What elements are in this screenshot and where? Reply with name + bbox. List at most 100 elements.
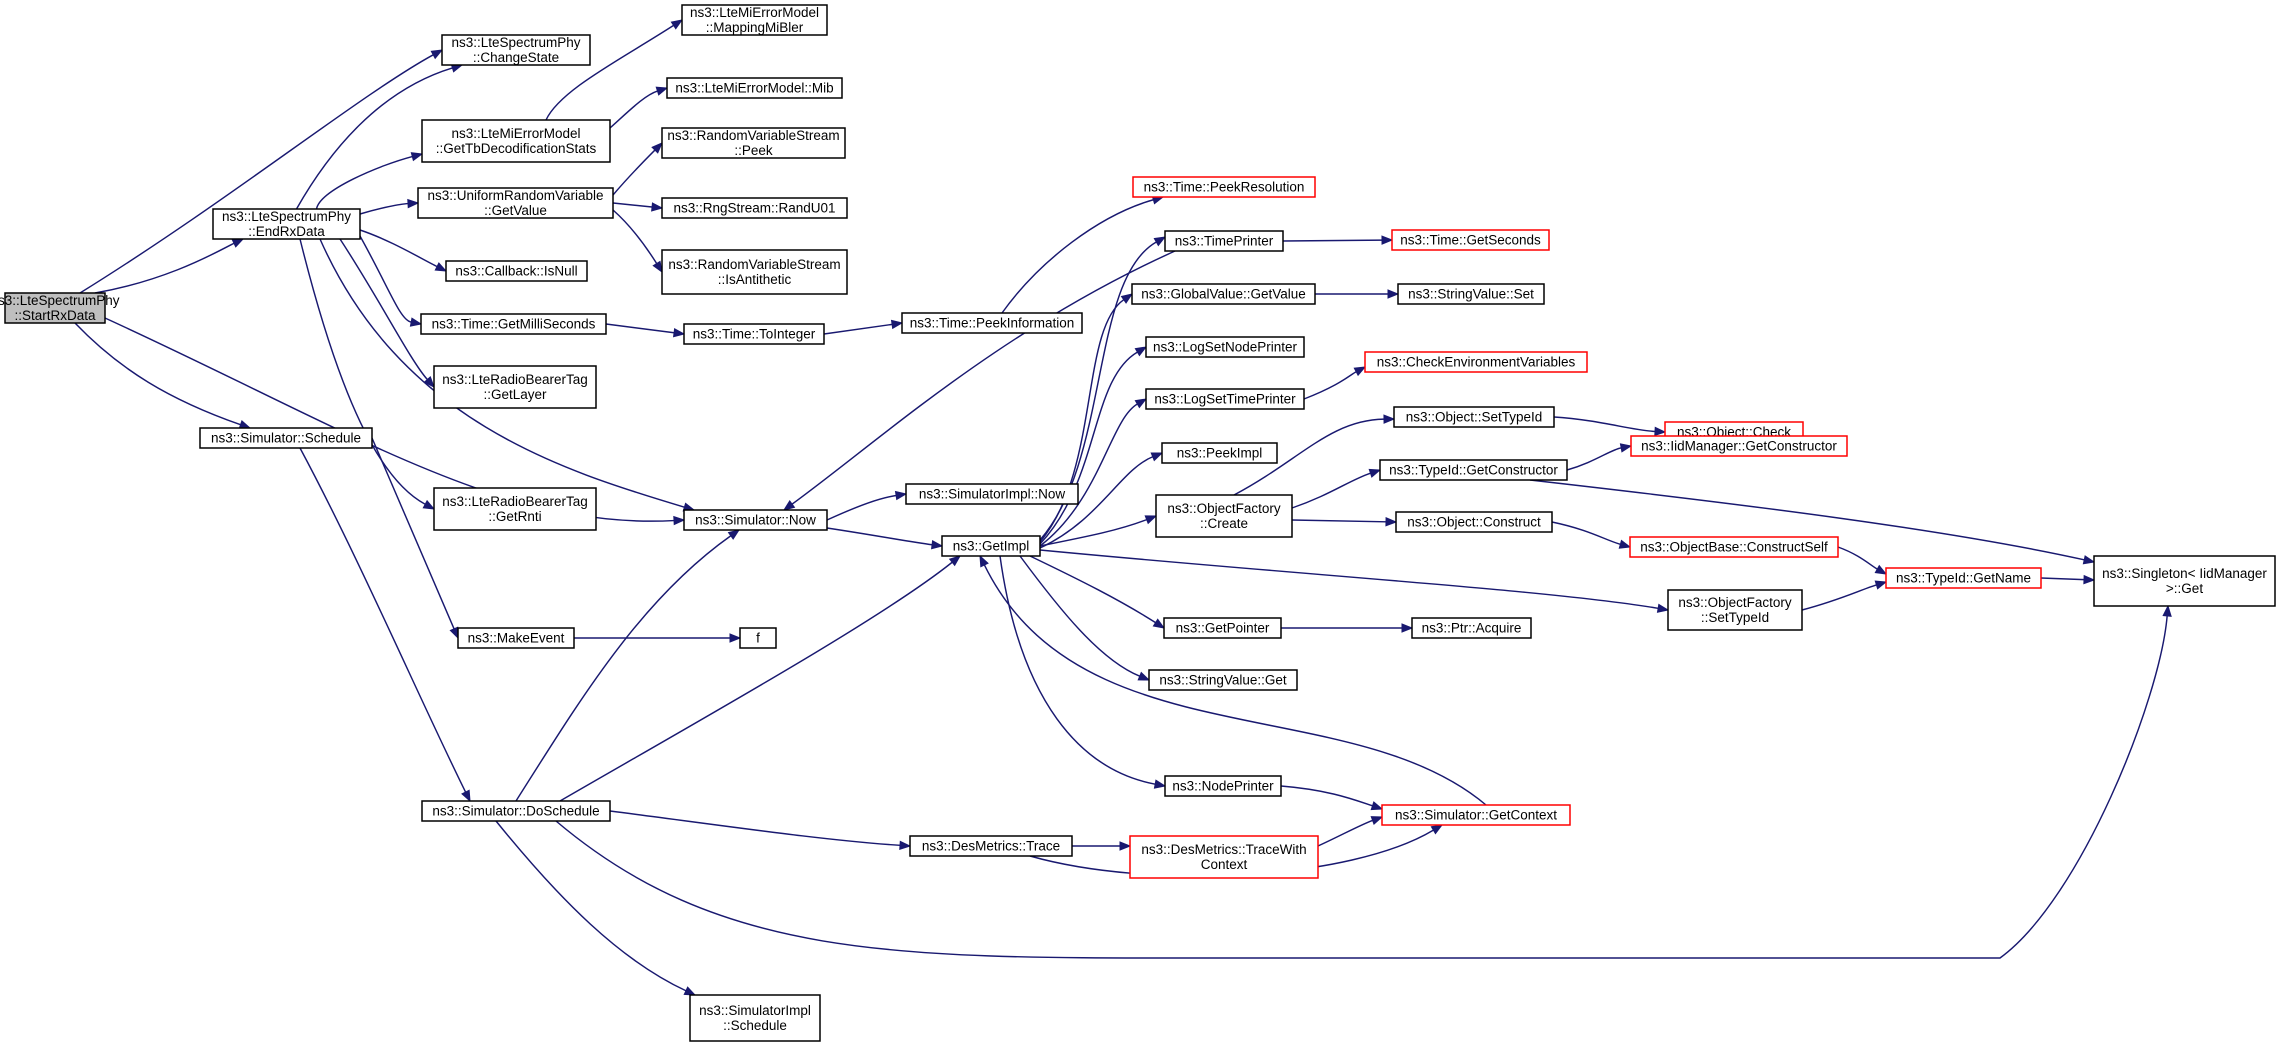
node-makeevent[interactable]: ns3::MakeEvent [457,627,575,649]
node-box[interactable] [1155,494,1293,538]
node-objconstruct[interactable]: ns3::Object::Construct [1395,511,1553,533]
node-mappingmibler[interactable]: ns3::LteMiErrorModel::MappingMiBler [681,4,828,36]
node-getimpl[interactable]: ns3::GetImpl [941,535,1041,557]
node-start[interactable]: ns3::LteSpectrumPhy::StartRxData [0,292,120,324]
node-typeidgetname[interactable]: ns3::TypeId::GetName [1885,567,2042,589]
node-getlayer[interactable]: ns3::LteRadioBearerTag::GetLayer [433,365,597,409]
node-box[interactable] [1132,176,1316,198]
edge-line [612,149,656,196]
node-box[interactable] [689,994,821,1042]
node-box[interactable] [661,127,846,159]
node-box[interactable] [417,187,614,219]
node-box[interactable] [909,835,1073,857]
node-box[interactable] [1129,835,1319,879]
node-peekinfo[interactable]: ns3::Time::PeekInformation [901,312,1083,334]
node-f[interactable]: f [739,627,777,649]
node-getmilli[interactable]: ns3::Time::GetMilliSeconds [420,313,607,335]
node-box[interactable] [420,313,607,335]
node-box[interactable] [901,312,1083,334]
node-getrnti[interactable]: ns3::LteRadioBearerTag::GetRnti [433,487,597,531]
node-svset[interactable]: ns3::StringValue::Set [1397,283,1545,305]
node-box[interactable] [421,800,611,822]
node-box[interactable] [212,208,361,240]
node-peekimpl[interactable]: ns3::PeekImpl [1161,442,1278,464]
node-typeidgetctor[interactable]: ns3::TypeId::GetConstructor [1379,459,1568,481]
node-ptracquire[interactable]: ns3::Ptr::Acquire [1411,617,1532,639]
node-gettbdecod[interactable]: ns3::LteMiErrorModel::GetTbDecodificatio… [421,119,611,163]
node-simgetcontext[interactable]: ns3::Simulator::GetContext [1381,804,1571,826]
node-checkenv[interactable]: ns3::CheckEnvironmentVariables [1364,351,1588,373]
node-box[interactable] [739,627,777,649]
node-simnow[interactable]: ns3::Simulator::Now [683,509,828,531]
node-tointeger[interactable]: ns3::Time::ToInteger [683,323,825,345]
node-simimplschedule[interactable]: ns3::SimulatorImpl::Schedule [689,994,821,1042]
node-box[interactable] [1163,617,1282,639]
node-box[interactable] [421,119,611,163]
node-box[interactable] [1411,617,1532,639]
node-timeprinter[interactable]: ns3::TimePrinter [1164,230,1284,252]
node-box[interactable] [1145,388,1305,410]
node-iidgetctor[interactable]: ns3::IidManager::GetConstructor [1630,435,1848,457]
node-box[interactable] [666,77,843,99]
node-box[interactable] [941,535,1041,557]
node-box[interactable] [1164,230,1284,252]
node-box[interactable] [681,4,828,36]
node-box[interactable] [199,427,373,449]
node-box[interactable] [457,627,575,649]
node-box[interactable] [661,197,848,219]
node-box[interactable] [1395,511,1553,533]
node-singleton[interactable]: ns3::Singleton< IidManager>::Get [2093,555,2276,607]
node-box[interactable] [1667,589,1803,631]
node-getpointer[interactable]: ns3::GetPointer [1163,617,1282,639]
node-box[interactable] [1161,442,1278,464]
node-getseconds[interactable]: ns3::Time::GetSeconds [1391,229,1550,251]
node-constructself[interactable]: ns3::ObjectBase::ConstructSelf [1629,536,1839,558]
edge-arrowhead [782,499,796,511]
node-box[interactable] [433,365,597,409]
node-objsettypeid[interactable]: ns3::Object::SetTypeId [1393,406,1555,428]
node-box[interactable] [445,260,588,282]
node-isantithetic[interactable]: ns3::RandomVariableStream::IsAntithetic [661,249,848,295]
node-box[interactable] [1164,775,1282,797]
node-changestate[interactable]: ns3::LteSpectrumPhy::ChangeState [441,34,591,66]
node-isnull[interactable]: ns3::Callback::IsNull [445,260,588,282]
node-logsetnode[interactable]: ns3::LogSetNodePrinter [1145,336,1305,358]
node-box[interactable] [1397,283,1545,305]
node-box[interactable] [1629,536,1839,558]
node-objfactsettypeid[interactable]: ns3::ObjectFactory::SetTypeId [1667,589,1803,631]
node-simimplnow[interactable]: ns3::SimulatorImpl::Now [905,483,1079,505]
node-desmtrace[interactable]: ns3::DesMetrics::Trace [909,835,1073,857]
node-box[interactable] [1393,406,1555,428]
node-objfactcreate[interactable]: ns3::ObjectFactory::Create [1155,494,1293,538]
node-randu01[interactable]: ns3::RngStream::RandU01 [661,197,848,219]
node-logsettime[interactable]: ns3::LogSetTimePrinter [1145,388,1305,410]
node-box[interactable] [1131,283,1316,305]
node-box[interactable] [4,292,106,324]
node-peekres[interactable]: ns3::Time::PeekResolution [1132,176,1316,198]
node-box[interactable] [441,34,591,66]
node-box[interactable] [1364,351,1588,373]
node-box[interactable] [905,483,1079,505]
node-box[interactable] [1148,669,1298,691]
node-uniform[interactable]: ns3::UniformRandomVariable::GetValue [417,187,614,219]
node-box[interactable] [1885,567,2042,589]
node-svget[interactable]: ns3::StringValue::Get [1148,669,1298,691]
node-box[interactable] [2093,555,2276,607]
node-doschedule[interactable]: ns3::Simulator::DoSchedule [421,800,611,822]
node-box[interactable] [1630,435,1848,457]
node-nodeprinter[interactable]: ns3::NodePrinter [1164,775,1282,797]
node-box[interactable] [1381,804,1571,826]
node-box[interactable] [683,323,825,345]
node-mib[interactable]: ns3::LteMiErrorModel::Mib [666,77,843,99]
node-box[interactable] [1379,459,1568,481]
node-box[interactable] [1391,229,1550,251]
node-box[interactable] [683,509,828,531]
node-gvgetvalue[interactable]: ns3::GlobalValue::GetValue [1131,283,1316,305]
node-schedule[interactable]: ns3::Simulator::Schedule [199,427,373,449]
node-endrx[interactable]: ns3::LteSpectrumPhy::EndRxData [212,208,361,240]
node-peek[interactable]: ns3::RandomVariableStream::Peek [661,127,846,159]
node-box[interactable] [433,487,597,531]
node-box[interactable] [1145,336,1305,358]
node-box[interactable] [661,249,848,295]
